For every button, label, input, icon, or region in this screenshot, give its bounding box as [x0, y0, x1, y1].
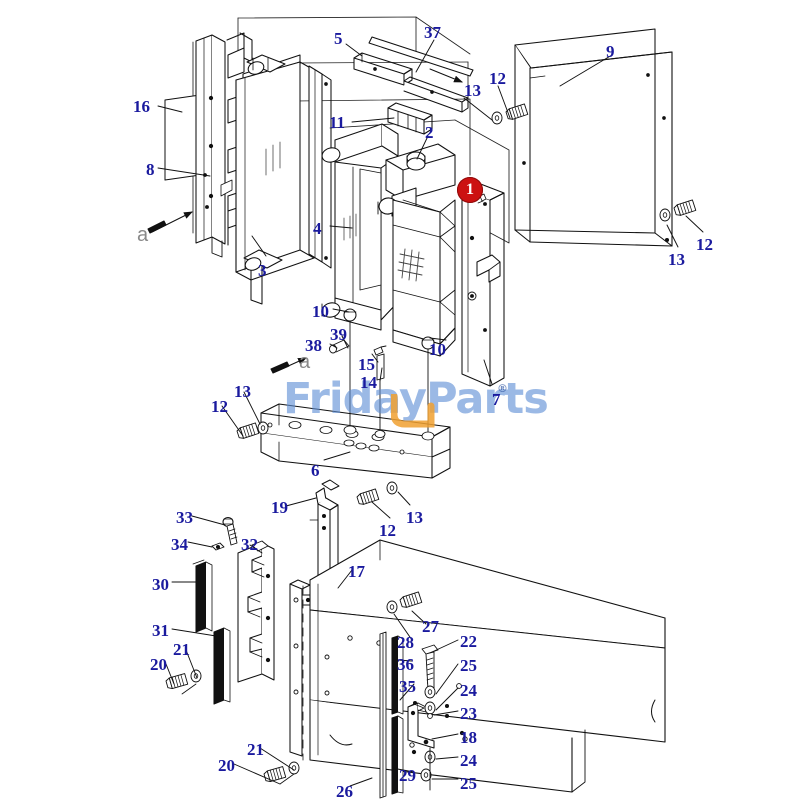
callout-label-12[interactable]: 12	[379, 521, 396, 540]
callout-label-24[interactable]: 24	[460, 681, 477, 700]
part-10-clamps	[343, 308, 435, 433]
part-9-shroud	[514, 28, 673, 247]
part-15-14-pins	[373, 345, 387, 431]
callout-label-9[interactable]: 9	[606, 42, 615, 61]
part-29-strip	[379, 631, 387, 799]
callout-label-22[interactable]: 22	[460, 632, 477, 651]
callout-label-32[interactable]: 32	[241, 535, 258, 554]
callout-label-25[interactable]: 25	[460, 774, 477, 793]
callout-label-3[interactable]: 3	[258, 261, 267, 280]
callout-label-29[interactable]: 29	[399, 766, 416, 785]
callout-label-25[interactable]: 25	[460, 656, 477, 675]
callout-label-38[interactable]: 38	[305, 336, 322, 355]
callout-label-13[interactable]: 13	[406, 508, 423, 527]
callout-label-10[interactable]: 10	[429, 340, 446, 359]
callout-label-10[interactable]: 10	[312, 302, 329, 321]
callout-label-34[interactable]: 34	[171, 535, 188, 554]
callout-label-21[interactable]: 21	[173, 640, 190, 659]
section-arrow-a-lower	[270, 357, 307, 374]
section-marker-a-lower: a	[299, 351, 311, 373]
callout-label-13[interactable]: 13	[234, 382, 251, 401]
callout-label-27[interactable]: 27	[422, 617, 439, 636]
callout-label-39[interactable]: 39	[330, 325, 347, 344]
callout-label-12[interactable]: 12	[211, 397, 228, 416]
callout-label-23[interactable]: 23	[460, 704, 477, 723]
callout-label-2[interactable]: 2	[425, 123, 434, 142]
callout-label-31[interactable]: 31	[152, 621, 169, 640]
callout-label-14[interactable]: 14	[360, 373, 377, 392]
part-5-rail	[353, 52, 469, 113]
callout-label-8[interactable]: 8	[146, 160, 155, 179]
part-35-strip	[391, 715, 404, 795]
callout-label-20[interactable]: 20	[218, 756, 235, 775]
part-3-core	[235, 54, 332, 281]
part-30-strip	[192, 559, 213, 633]
callout-label-4[interactable]: 4	[313, 219, 322, 238]
section-marker-a-upper: a	[137, 224, 149, 246]
callout-label-26[interactable]: 26	[336, 782, 353, 801]
part-23-pin	[427, 713, 433, 719]
callout-label-12[interactable]: 12	[696, 235, 713, 254]
callout-label-13[interactable]: 13	[464, 81, 481, 100]
part-32-bracket	[237, 540, 311, 757]
part-8-bracket	[195, 32, 267, 305]
callout-label-21[interactable]: 21	[247, 740, 264, 759]
callout-label-11[interactable]: 11	[329, 113, 346, 132]
part-25-washer-upper	[424, 685, 436, 699]
fastener-12-13-lower	[355, 481, 398, 507]
callout-label-37[interactable]: 37	[424, 23, 441, 42]
part-34-nut	[211, 542, 225, 551]
part-4-oil-cooler	[321, 123, 399, 331]
part-36-strip	[391, 635, 404, 715]
part-33-bolt	[222, 516, 238, 546]
callout-label-19[interactable]: 19	[271, 498, 288, 517]
callout-label-30[interactable]: 30	[152, 575, 169, 594]
part-2-radiator	[377, 143, 456, 357]
part-6-channel	[260, 403, 451, 479]
part-11-bracket	[387, 102, 433, 135]
callout-label-18[interactable]: 18	[460, 728, 477, 747]
callout-label-7[interactable]: 7	[492, 390, 501, 409]
section-arrow-a-upper	[147, 211, 193, 234]
callout-label-36[interactable]: 36	[397, 655, 414, 674]
callout-label-6[interactable]: 6	[311, 461, 320, 480]
callout-label-17[interactable]: 17	[348, 562, 365, 581]
part-16-plate	[164, 94, 201, 181]
callout-label-20[interactable]: 20	[150, 655, 167, 674]
callout-label-5[interactable]: 5	[334, 29, 343, 48]
callout-label-28[interactable]: 28	[397, 633, 414, 652]
callout-label-12[interactable]: 12	[489, 69, 506, 88]
callout-label-33[interactable]: 33	[176, 508, 193, 527]
part-25-washer-lower	[420, 768, 432, 782]
highlighted-part-badge[interactable]: 1	[457, 177, 483, 203]
callout-label-35[interactable]: 35	[399, 677, 416, 696]
callout-label-16[interactable]: 16	[133, 97, 150, 116]
part-1-side-plate	[461, 182, 505, 387]
part-24-washer-upper	[424, 701, 436, 715]
callout-label-15[interactable]: 15	[358, 355, 375, 374]
callout-label-24[interactable]: 24	[460, 751, 477, 770]
part-31-strip	[213, 627, 231, 705]
part-37-rod	[368, 36, 474, 77]
part-18-bracket	[407, 702, 435, 749]
callout-label-13[interactable]: 13	[668, 250, 685, 269]
fastener-20-21-upper	[164, 669, 202, 691]
